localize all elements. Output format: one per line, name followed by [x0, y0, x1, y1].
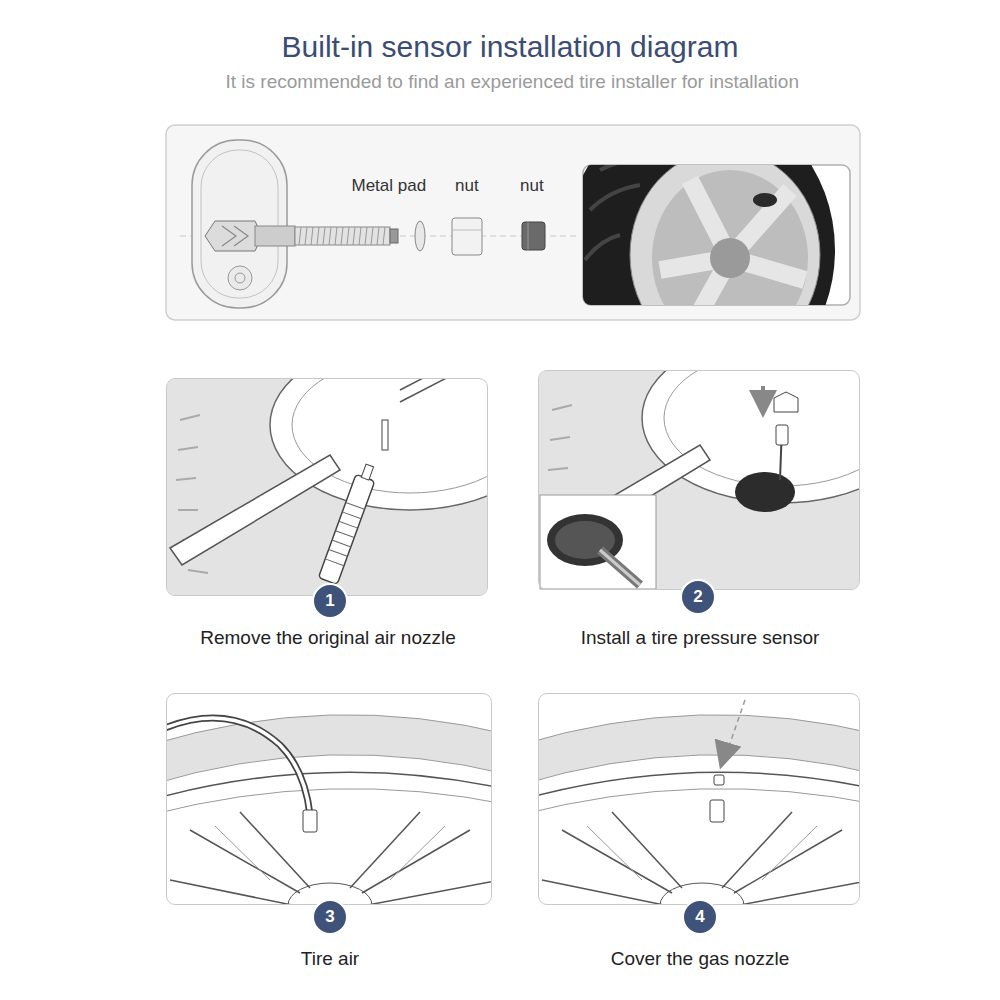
sensor-inset-part-part	[600, 550, 640, 585]
sensor-inset	[540, 495, 656, 589]
part-name: nut	[455, 175, 479, 197]
step4-illustration-part	[539, 715, 859, 785]
step3-illustration-part	[170, 812, 491, 904]
callout-number: 4	[695, 907, 704, 927]
tire-photo-part	[583, 165, 835, 305]
step-panel: Tire air3	[166, 693, 492, 905]
step4-illustration-part	[727, 700, 745, 752]
sensor-inset-part	[547, 514, 640, 585]
step-panel: Remove the original air nozzle1	[166, 378, 488, 596]
callout-number: 3	[325, 907, 334, 927]
parts-panel-part	[452, 218, 482, 255]
callout-number: 2	[693, 587, 702, 607]
step1-illustration-part-part	[318, 474, 374, 584]
step3-illustration-part	[167, 718, 310, 815]
step4-illustration	[539, 700, 859, 904]
step2-illustration-part	[548, 405, 572, 500]
step-caption: Cover the gas nozzle	[499, 947, 901, 971]
parts-panel-part	[415, 221, 425, 251]
step4-illustration-part	[542, 812, 859, 904]
tire-photo-part-part	[630, 165, 820, 305]
step-panel: Install a tire pressure sensor2	[538, 370, 860, 590]
step2-illustration-part	[761, 386, 765, 404]
diagram-title: Built-in sensor installation diagram	[0, 28, 1000, 66]
tire-photo-part-part	[583, 165, 835, 305]
step1-illustration	[167, 379, 487, 595]
step3-illustration-part	[215, 826, 445, 880]
parts-panel-part	[528, 222, 529, 250]
parts-panel-part	[390, 229, 398, 243]
step3-illustration-part	[167, 718, 310, 815]
step3-illustration-part	[167, 789, 491, 815]
subtitle-note: It is recommended to find an experienced…	[226, 71, 799, 93]
parts-panel-part	[205, 221, 262, 251]
tire-photo-part-part	[753, 193, 777, 207]
step3-illustration	[167, 715, 491, 904]
step2-illustration-part	[774, 392, 798, 412]
step1-illustration-part	[400, 379, 487, 402]
sensor-inset-part-part	[600, 550, 640, 585]
parts-panel-part	[222, 226, 248, 246]
parts-panel-part	[295, 227, 390, 245]
parts-panel-part	[452, 230, 482, 231]
part-name: nut	[520, 175, 544, 197]
step1-illustration-part-part	[361, 464, 373, 480]
step2-illustration	[539, 371, 859, 589]
step1-illustration-part-part	[325, 502, 364, 565]
parts-panel-part	[192, 140, 287, 308]
parts-panel-part	[228, 266, 252, 290]
parts-panel-part	[255, 226, 295, 246]
step-caption: Remove the original air nozzle	[127, 626, 529, 650]
step4-illustration-part	[539, 789, 859, 815]
step1-illustration-part	[170, 455, 340, 565]
step4-illustration-part	[724, 746, 727, 756]
step4-illustration-part	[587, 826, 817, 880]
parts-panel-part	[299, 227, 385, 245]
step1-illustration-part	[318, 462, 379, 584]
step3-illustration-part	[167, 772, 491, 800]
callout-number: 1	[325, 591, 334, 611]
parts-panel-part	[235, 273, 245, 283]
part-name: Metal pad	[352, 175, 427, 197]
step-number: 4	[682, 899, 718, 935]
tire-photo-part-part	[710, 238, 750, 278]
tire-photo-part-part	[652, 170, 808, 305]
parts-panel-part	[201, 150, 278, 298]
tire-photo-part-part	[660, 180, 805, 305]
step4-illustration-part	[714, 775, 724, 785]
step-number: 1	[312, 583, 348, 619]
parts-panel-part	[522, 222, 545, 250]
step3-illustration-part	[167, 715, 491, 785]
step-caption: Install a tire pressure sensor	[499, 626, 901, 650]
step-caption: Tire air	[127, 947, 533, 971]
step-number: 3	[312, 899, 348, 935]
step2-illustration-part	[776, 425, 788, 445]
step4-illustration-part	[539, 772, 859, 800]
step-number: 2	[680, 579, 716, 615]
step4-illustration-part	[710, 800, 724, 822]
step3-illustration-part	[303, 810, 317, 832]
tire-photo	[565, 100, 850, 400]
step1-illustration-part	[382, 420, 388, 450]
sensor-inset-part	[540, 495, 656, 589]
step-panel: Cover the gas nozzle4	[538, 693, 860, 905]
step2-illustration-part	[735, 472, 795, 512]
